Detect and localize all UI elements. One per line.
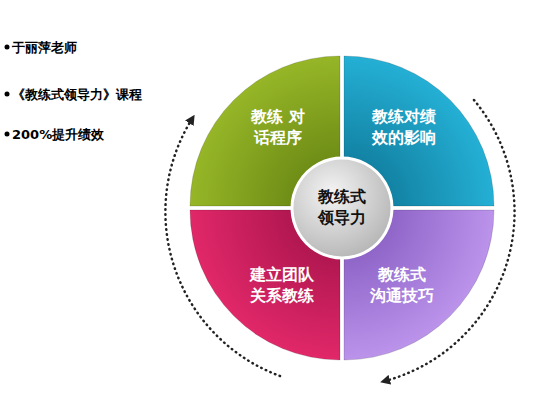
bullet-text: 于丽萍老师: [12, 39, 77, 57]
node-label: 教练式 沟通技巧: [368, 265, 437, 307]
center-circle: 教练式 领导力: [290, 156, 394, 260]
node-label: 建立团队 关系教练: [248, 265, 317, 307]
bullet-text: 《教练式领导力》课程: [12, 86, 142, 104]
node-label: 教练式 领导力: [308, 187, 377, 229]
shape-fill: [292, 158, 392, 258]
bullet-text: 200%提升绩效: [12, 126, 104, 144]
node-label: 教练对绩 效的影响: [370, 107, 439, 149]
bullet-dot: [5, 92, 10, 97]
node-label: 教练 对话程序: [244, 107, 313, 149]
bullet-dot: [5, 132, 10, 137]
bullet-dot: [5, 45, 10, 50]
